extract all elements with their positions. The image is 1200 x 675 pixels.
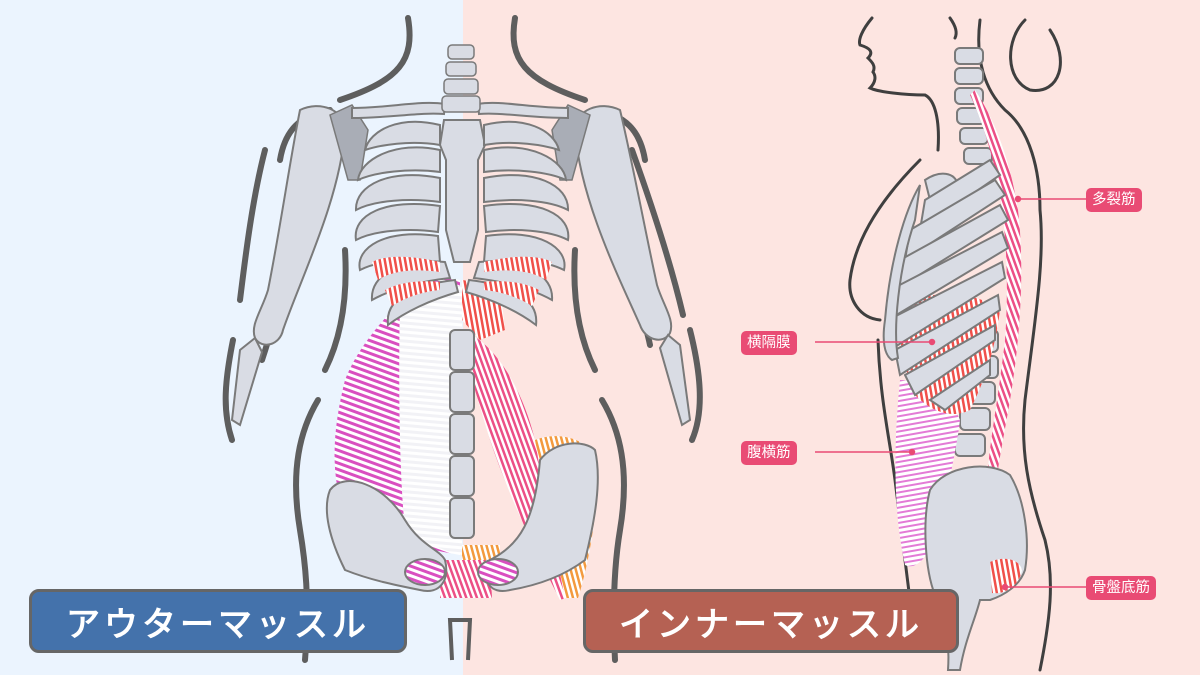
side-transversus-muscle [895,380,960,567]
multifidus-muscle [970,90,1022,470]
side-pelvic-floor-muscle [990,558,1022,594]
label-transversus-abdominis: 腹横筋 [741,441,797,465]
front-pelvis [325,329,599,592]
label-pelvic-floor: 骨盤底筋 [1086,576,1156,600]
label-multifidus: 多裂筋 [1086,188,1142,212]
side-ribcage [882,158,1010,412]
front-intercostal-muscles [372,256,552,306]
front-scapula [329,104,591,181]
front-arm-bones [230,105,692,427]
label-pointer-lines [815,195,1086,591]
front-clavicles [351,101,569,120]
front-legs-outline [447,618,473,661]
outer-muscle-title: アウターマッスル [29,589,407,653]
label-diaphragm: 横隔膜 [741,331,797,355]
inner-muscle-title: インナーマッスル [583,589,959,653]
front-cervical-spine [441,44,481,113]
